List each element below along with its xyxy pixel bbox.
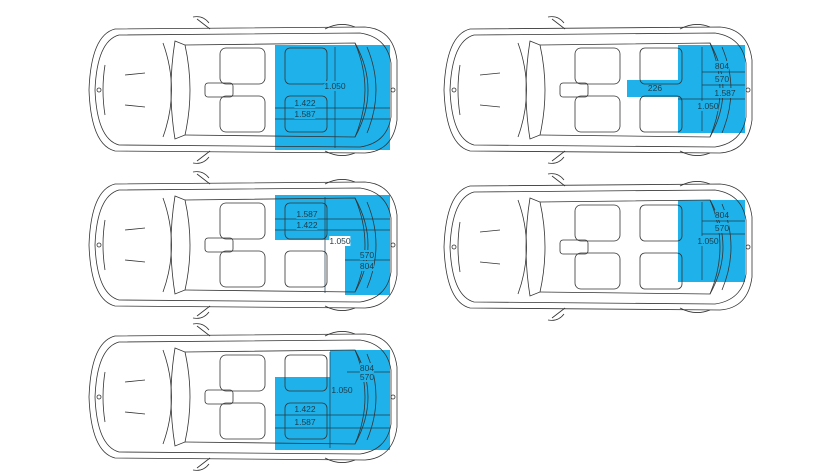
dimension-label: 570 [359, 250, 375, 260]
car-diagram [88, 323, 398, 471]
dimension-label: 804 [359, 261, 375, 271]
dimension-label: 1.422 [294, 404, 316, 414]
dimension-label: 1.587 [296, 209, 318, 219]
dimension-label: 1.050 [697, 101, 719, 111]
dimension-label: 1.422 [296, 220, 318, 230]
dimension-label: 1.050 [324, 81, 346, 91]
dimension-label: 804 [714, 61, 730, 71]
dimension-label: 1.587 [714, 88, 736, 98]
car-diagram [443, 16, 753, 164]
car-diagram [443, 173, 753, 321]
dimension-label: 570 [359, 372, 375, 382]
dimension-label: 570 [714, 223, 730, 233]
dimension-label: 1.587 [294, 417, 316, 427]
car-layout-1: 1.050 1.422 1.587 [85, 15, 400, 165]
dimension-label: 804 [714, 210, 730, 220]
car-layout-5: 804 570 1.050 1.422 1.587 [85, 322, 400, 472]
dimension-label: 804 [359, 363, 375, 373]
car-diagram [88, 171, 398, 319]
car-layout-3: 1.587 1.422 1.050 570 804 [85, 170, 400, 320]
cargo-area [275, 45, 390, 150]
dimension-label: 570 [714, 74, 730, 84]
dimension-label: 1.050 [329, 236, 351, 246]
dimension-label: 1.422 [294, 98, 316, 108]
dimension-label: 1.050 [697, 236, 719, 246]
dimension-label: 1.587 [294, 109, 316, 119]
cargo-area [345, 195, 390, 295]
car-layout-2: 804 570 1.587 226 1.050 [440, 15, 755, 165]
dimension-label: 226 [647, 83, 663, 93]
car-diagram [88, 16, 398, 164]
dimension-label: 1.050 [331, 385, 353, 395]
car-layout-4: 804 570 1.050 [440, 172, 755, 322]
